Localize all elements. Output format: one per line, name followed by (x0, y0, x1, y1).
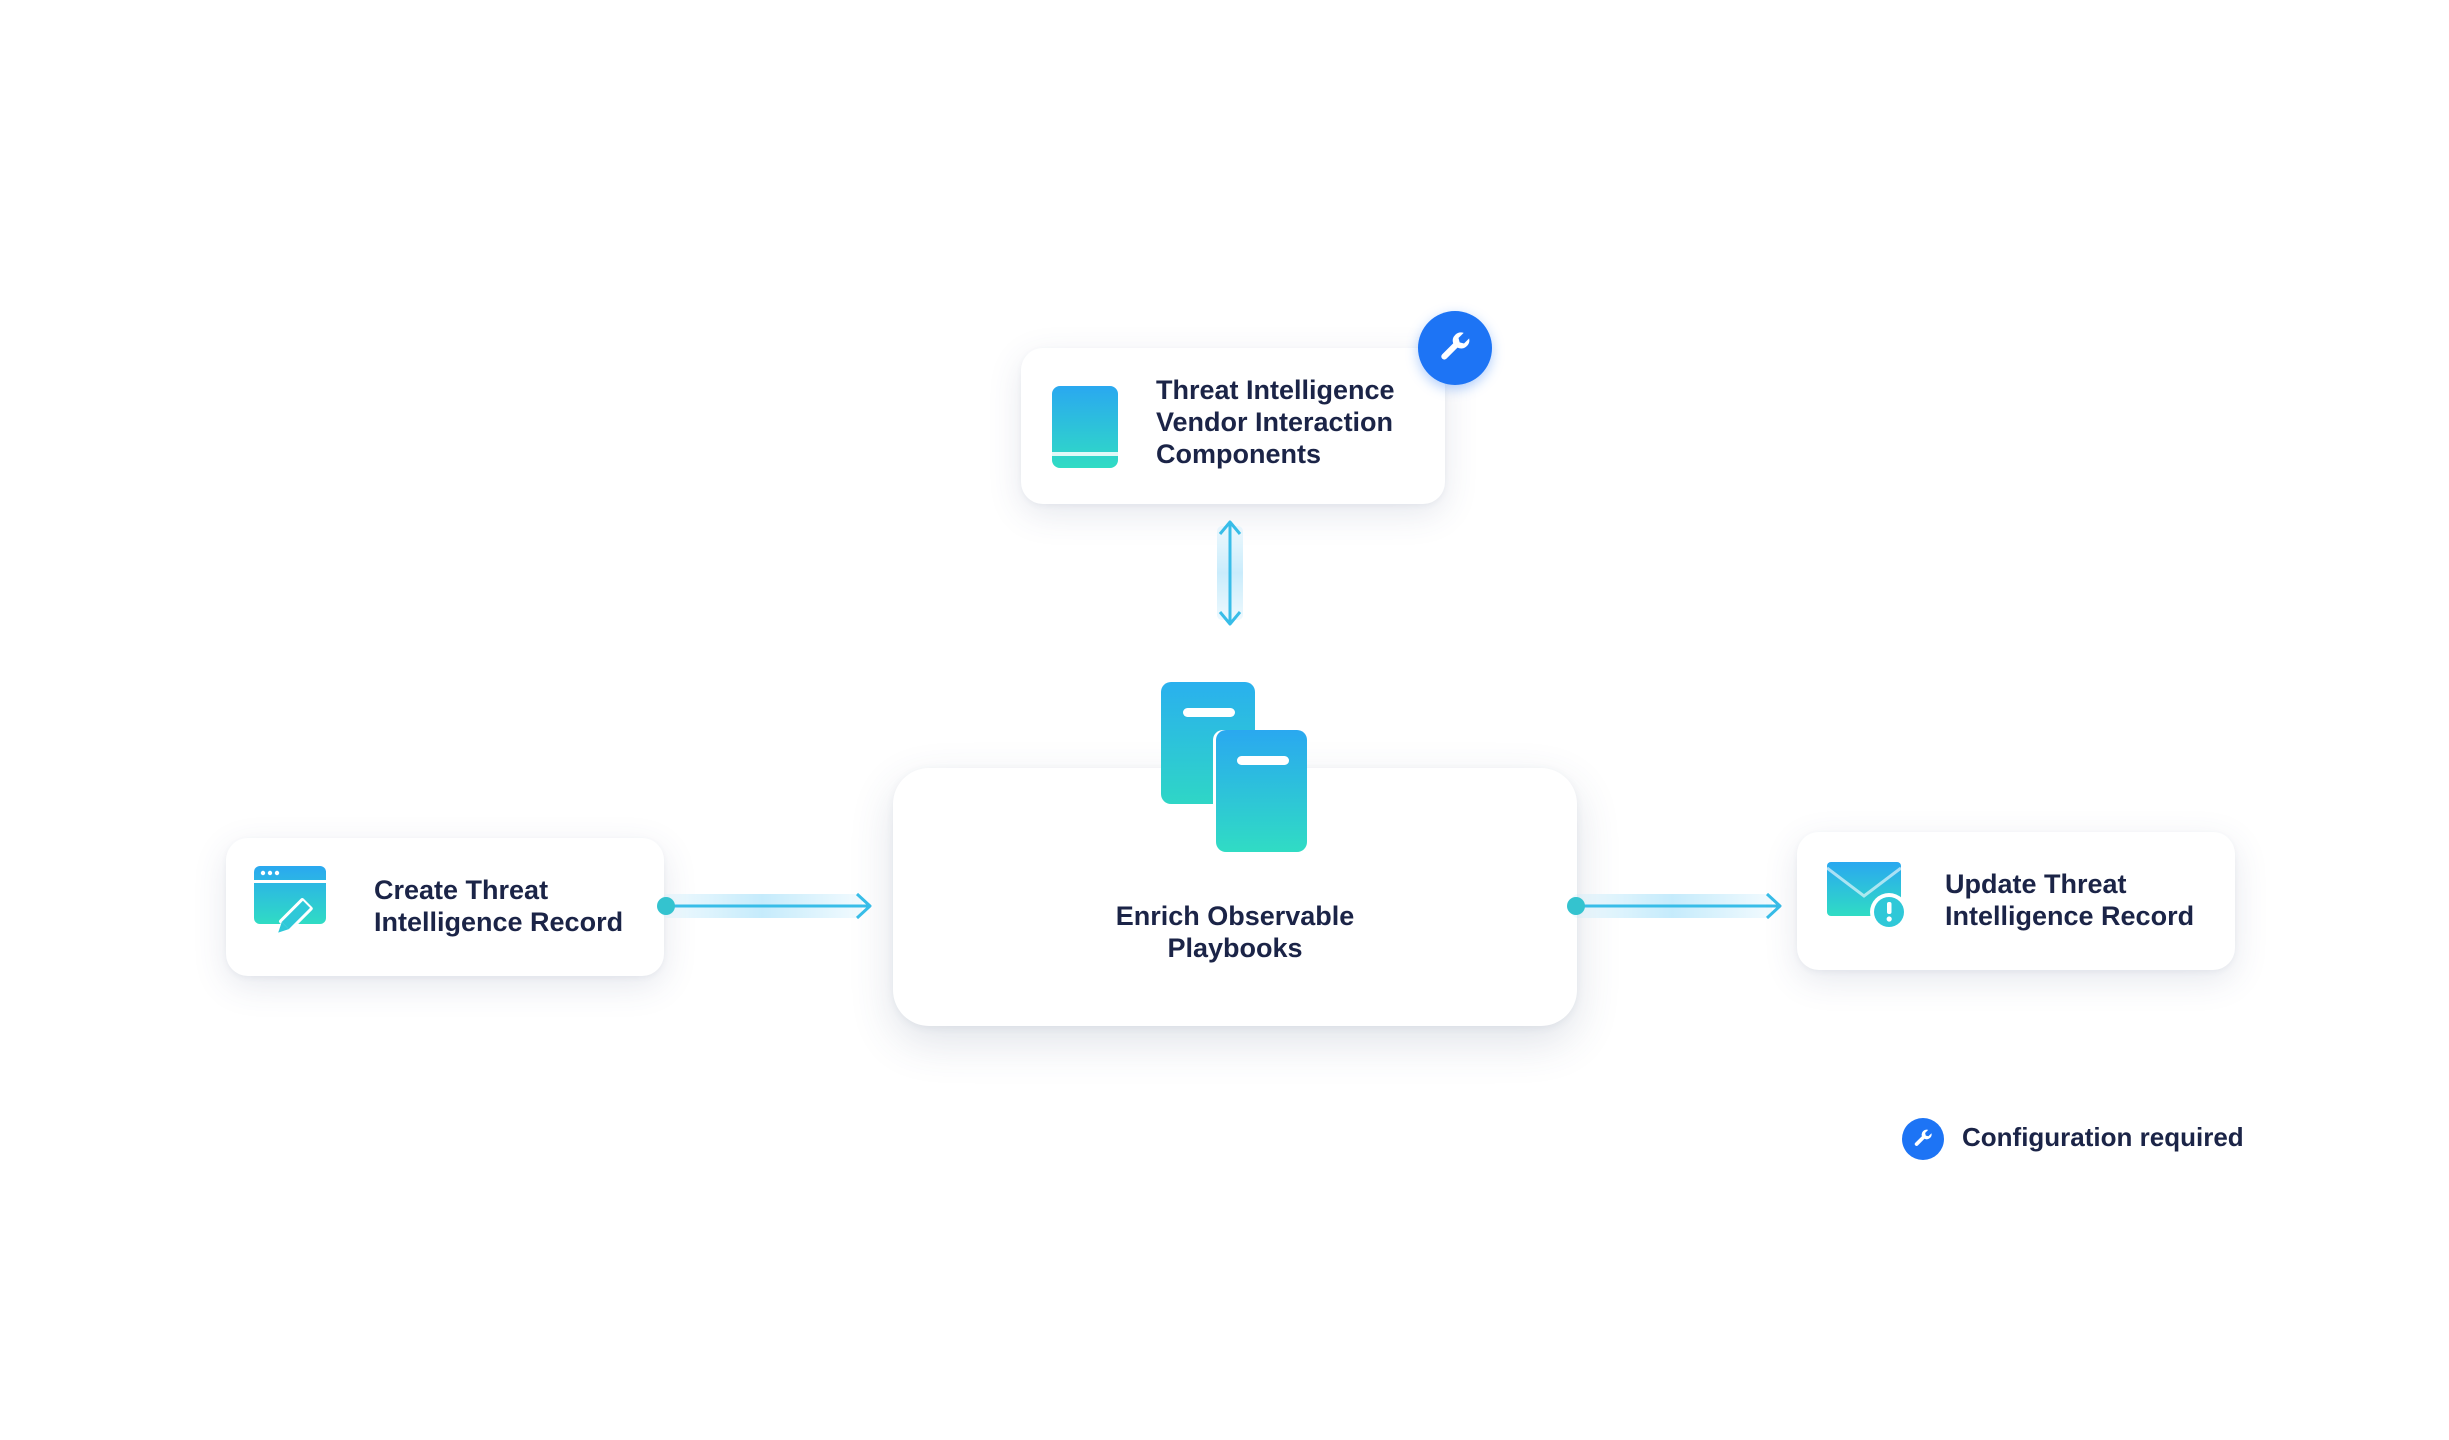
update-record-label: Update Threat Intelligence Record (1945, 869, 2195, 931)
vendor-components-label: Threat Intelligence Vendor Interaction C… (1156, 375, 1395, 469)
stacked-books-icon (1161, 682, 1307, 852)
configuration-required-badge[interactable] (1418, 311, 1492, 385)
window-edit-icon (254, 866, 326, 933)
vendor-components-node[interactable]: Threat Intelligence Vendor Interaction C… (1021, 348, 1445, 504)
enrich-update-connector (1567, 892, 1782, 920)
enrich-playbooks-label: Enrich Observable Playbooks (1115, 901, 1355, 963)
envelope-alert-icon (1827, 862, 1908, 931)
create-enrich-connector (657, 892, 872, 920)
book-icon (1052, 386, 1118, 468)
update-record-node[interactable]: Update Threat Intelligence Record (1797, 832, 2235, 970)
legend-badge (1902, 1118, 1944, 1160)
wrench-icon (1914, 1129, 1932, 1146)
legend-label: Configuration required (1962, 1122, 2244, 1152)
vendor-enrich-connector (1217, 520, 1243, 626)
create-record-node[interactable]: Create Threat Intelligence Record (226, 838, 664, 976)
create-record-label: Create Threat Intelligence Record (374, 875, 624, 937)
wrench-icon (1441, 332, 1470, 360)
